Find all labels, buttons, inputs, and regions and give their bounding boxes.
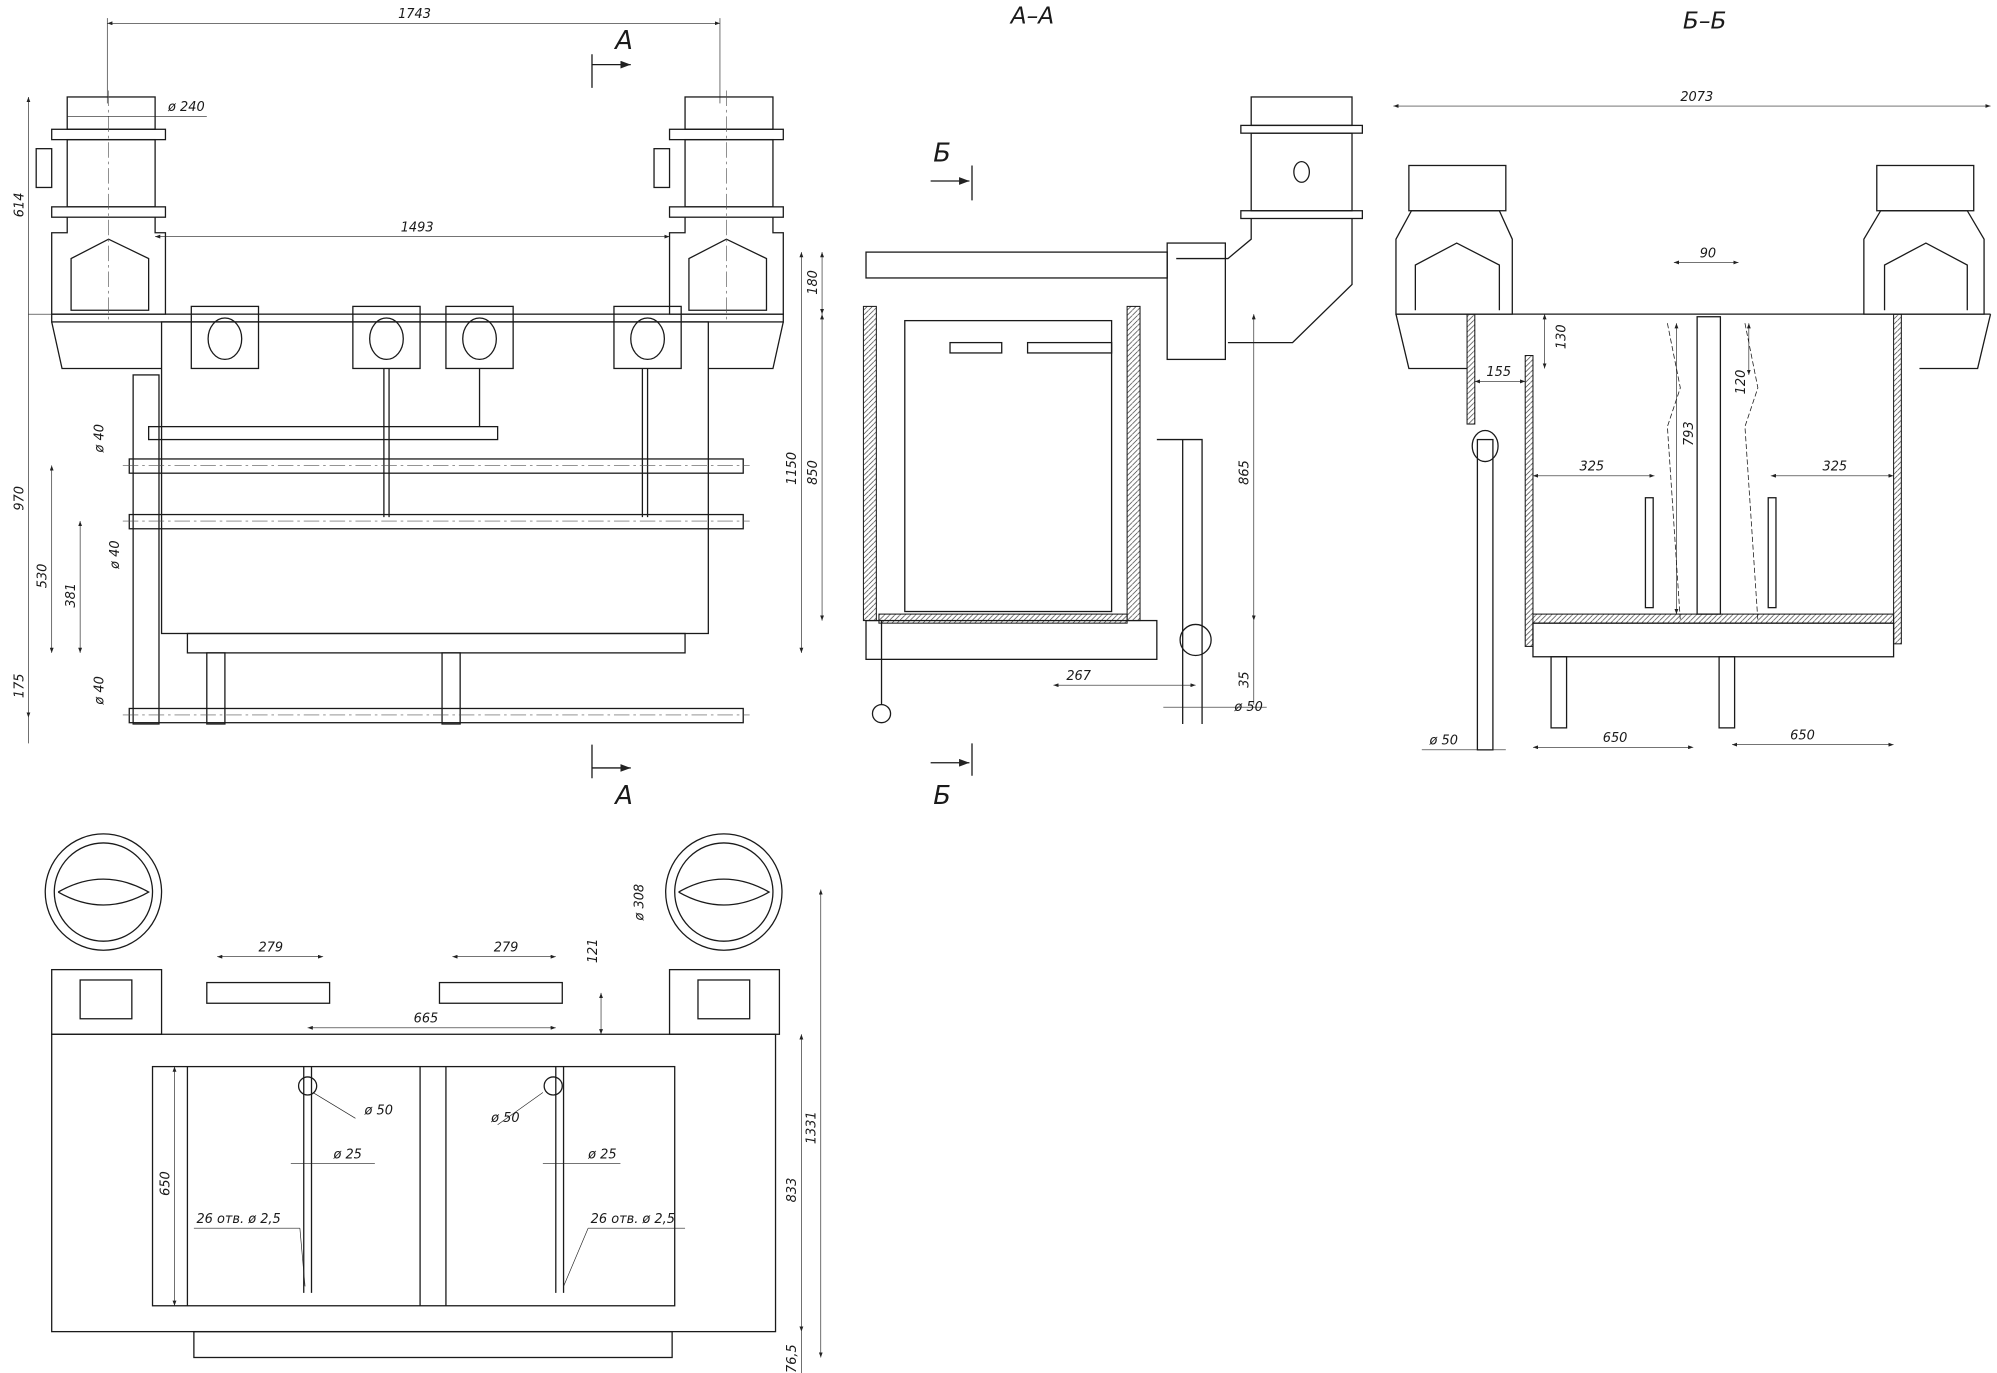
flue-left <box>35 90 167 324</box>
dim-pipe-d40-3: ø 40 <box>92 676 107 705</box>
dim-267: 267 <box>1066 669 1091 684</box>
dim-drain-d50: ø 50 <box>1233 700 1262 715</box>
dim-325-left: 325 <box>1580 460 1605 475</box>
dim-1743: 1743 <box>398 7 431 22</box>
dim-279-left: 279 <box>259 941 284 956</box>
section-cut-a: А А <box>591 26 633 811</box>
dim-2073: 2073 <box>1680 90 1713 105</box>
tank-base <box>186 632 686 654</box>
dim-650-plan: 650 <box>158 1171 173 1196</box>
dim-865: 865 <box>1238 460 1253 485</box>
section-b-b-title: Б–Б <box>1683 7 1727 34</box>
dim-pipe-d40-1: ø 40 <box>92 424 107 453</box>
dim-1331: 1331 <box>805 1111 820 1144</box>
dim-76-5: 76,5 <box>785 1344 800 1373</box>
dim-793: 793 <box>1682 421 1697 446</box>
dim-d50-left: ø 50 <box>364 1103 393 1118</box>
section-mark-b-bottom: Б <box>933 781 951 811</box>
pipework <box>122 368 750 725</box>
dim-d25-right: ø 25 <box>587 1147 616 1162</box>
dim-d50-right: ø 50 <box>490 1111 519 1126</box>
dim-drain-d50-bb: ø 50 <box>1429 734 1458 749</box>
plan-dimensions: 279 279 121 ø 308 665 ø 50 ø 50 ø 25 ø 2… <box>158 884 823 1373</box>
dim-flue-d308: ø 308 <box>633 884 648 922</box>
section-cut-b: Б Б <box>930 139 972 811</box>
dim-381: 381 <box>64 583 79 608</box>
top-plate <box>51 313 784 323</box>
dim-1150: 1150 <box>785 452 800 485</box>
dim-650-left: 650 <box>1603 731 1628 746</box>
dim-35: 35 <box>1238 671 1253 687</box>
dim-665: 665 <box>414 1012 439 1027</box>
plan-view: 279 279 121 ø 308 665 ø 50 ø 50 ø 25 ø 2… <box>44 833 823 1373</box>
dim-970: 970 <box>12 486 27 511</box>
section-mark-a-bottom: А <box>613 781 633 811</box>
dim-155: 155 <box>1486 365 1511 380</box>
dim-279-right: 279 <box>494 941 519 956</box>
dim-90: 90 <box>1700 246 1716 261</box>
section-b-b: Б–Б 2073 90 130 155 120 793 325 325 ø 50… <box>1393 7 1992 751</box>
dim-180: 180 <box>806 270 821 295</box>
dim-614: 614 <box>12 193 27 218</box>
section-a-a-dimensions: 180 1150 850 865 267 35 ø 50 <box>785 252 1267 715</box>
holes-right-note: 26 отв. ø 2,5 <box>591 1212 675 1227</box>
dim-130: 130 <box>1554 324 1569 349</box>
holes-left-note: 26 отв. ø 2,5 <box>196 1212 280 1227</box>
dim-650-right: 650 <box>1790 729 1815 744</box>
dim-1493: 1493 <box>401 220 434 235</box>
flue-right <box>653 90 784 324</box>
section-b-b-dimensions: 2073 90 130 155 120 793 325 325 ø 50 650… <box>1393 90 1991 751</box>
front-view: 1743 1493 ø 240 614 970 175 530 381 ø 40… <box>12 7 784 811</box>
dim-325-right: 325 <box>1823 460 1848 475</box>
dim-175: 175 <box>12 673 27 698</box>
section-mark-b-top: Б <box>933 139 951 169</box>
section-a-a-title: А–А <box>1009 2 1054 29</box>
dim-flue-diameter: ø 240 <box>167 100 205 115</box>
dim-pipe-d40-2: ø 40 <box>108 540 123 569</box>
dim-d25-left: ø 25 <box>332 1147 361 1162</box>
section-a-a: А–А 180 1150 850 865 267 35 ø 50 Б Б <box>785 2 1364 811</box>
front-dimensions: 1743 1493 ø 240 614 970 175 530 381 ø 40… <box>12 7 721 744</box>
dim-850: 850 <box>806 460 821 485</box>
dim-833: 833 <box>785 1178 800 1203</box>
dim-120: 120 <box>1734 370 1749 395</box>
dim-121: 121 <box>586 939 601 964</box>
valve-boxes <box>190 305 682 370</box>
dim-530: 530 <box>36 564 51 589</box>
section-mark-a-top: А <box>613 26 633 56</box>
